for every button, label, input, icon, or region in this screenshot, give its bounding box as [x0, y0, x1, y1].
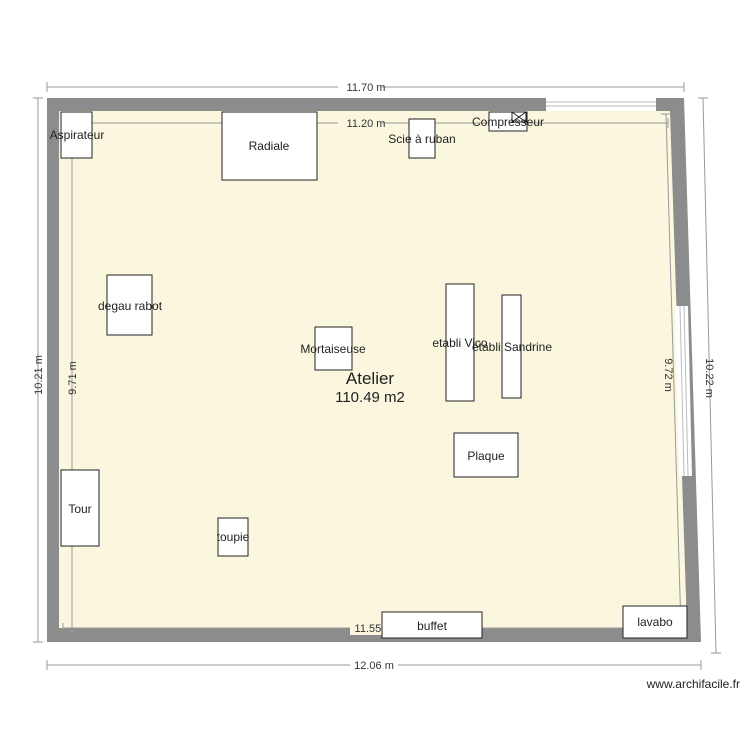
label-toupie: toupie: [217, 530, 250, 544]
furniture-plaque[interactable]: [453, 432, 519, 478]
dim-left-inner: 9.71 m: [67, 361, 79, 395]
dim-right-outer: 10.22 m: [703, 358, 715, 398]
furniture-scie[interactable]: [408, 118, 436, 159]
furniture-lavabo[interactable]: [622, 605, 688, 639]
furniture-degau[interactable]: [106, 274, 153, 336]
room-area: 110.49 m2: [335, 389, 405, 406]
dim-left-outer: 10.21 m: [33, 355, 45, 395]
compresseur-symbol-icon: [511, 111, 527, 123]
label-etabli-sandrine: etabli Sandrine: [472, 340, 552, 354]
furniture-mortaiseuse[interactable]: [314, 326, 353, 371]
watermark[interactable]: www.archifacile.fr: [646, 677, 740, 691]
furniture-radiale[interactable]: [221, 111, 318, 181]
furniture-etabli-vico[interactable]: [445, 283, 475, 402]
label-aspirateur: Aspirateur: [50, 128, 105, 142]
dim-bottom-outer: 12.06 m: [354, 660, 394, 672]
furniture-buffet[interactable]: [381, 611, 483, 639]
window-top: [546, 98, 656, 111]
dim-right-inner: 9.72 m: [662, 358, 674, 392]
label-etabli-vico: etabli Vico: [432, 336, 487, 350]
label-buffet: buffet: [417, 619, 447, 633]
dim-top-inner: 11.20 m: [347, 118, 386, 130]
room-floor: [59, 111, 687, 628]
label-radiale: Radiale: [249, 139, 290, 153]
furniture-toupie[interactable]: [217, 517, 249, 557]
label-plaque: Plaque: [467, 449, 505, 463]
furniture-tour[interactable]: [60, 469, 100, 547]
label-degau: degau rabot: [98, 299, 163, 313]
label-scie: Scie à ruban: [388, 132, 455, 146]
furniture-aspirateur[interactable]: [60, 111, 93, 159]
label-mortaiseuse: Mortaiseuse: [300, 342, 366, 356]
label-tour: Tour: [68, 502, 91, 516]
window-right: [675, 305, 692, 477]
room-name: Atelier: [346, 369, 395, 388]
label-lavabo: lavabo: [637, 615, 673, 629]
label-compresseur: Compresseur: [472, 115, 544, 129]
furniture-etabli-sandrine[interactable]: [501, 294, 522, 399]
dim-top-outer: 11.70 m: [347, 82, 386, 94]
